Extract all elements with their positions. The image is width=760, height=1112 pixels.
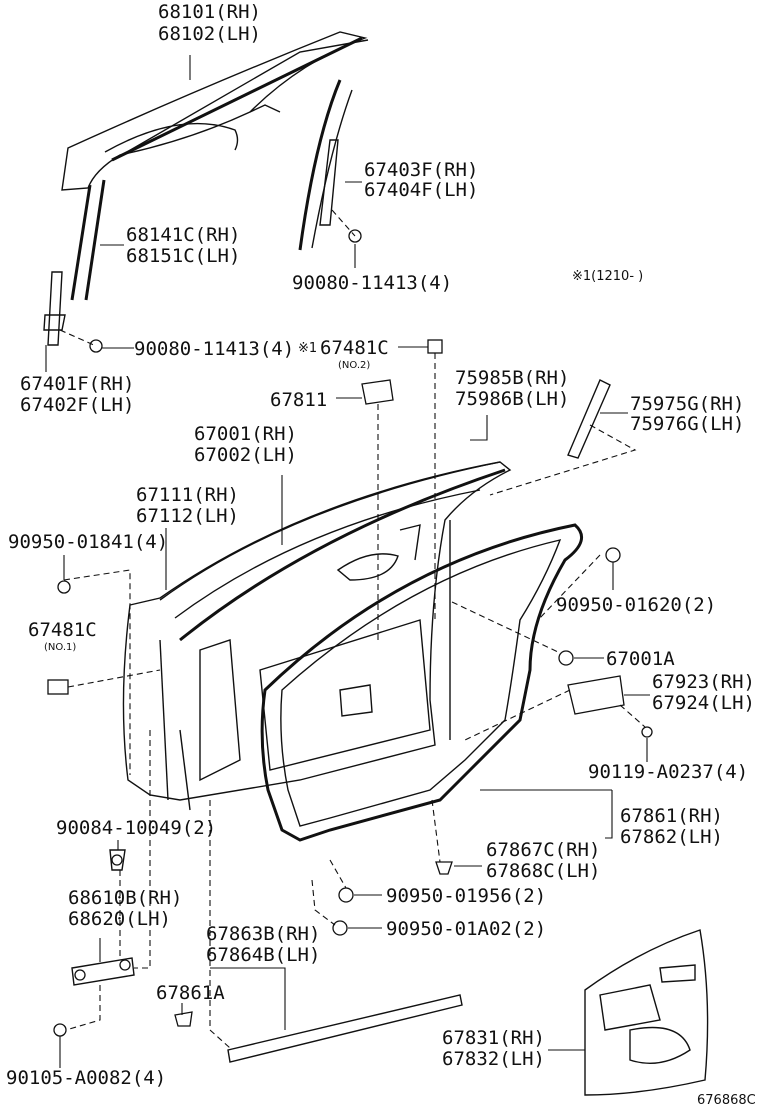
label-rear-sash-lh: 67404F(LH): [364, 179, 478, 201]
weatherstrip: [260, 523, 584, 842]
door-panel: [122, 461, 512, 811]
label-cover-lh: 67924(LH): [652, 692, 755, 714]
hinge-parts: [53, 849, 135, 1037]
label-garnish-rh: 75975G(RH): [630, 393, 744, 415]
garnish-part: [567, 379, 611, 459]
label-check-lh: 68620(LH): [68, 908, 171, 930]
label-glass-rh: 68101(RH): [158, 1, 261, 23]
diagram-ref-code: 676868C: [697, 1093, 756, 1108]
label-panel-rh: 67001(RH): [194, 423, 297, 445]
label-weatherstrip-rh: 67861(RH): [620, 805, 723, 827]
label-panel-lh: 67002(LH): [194, 444, 297, 466]
label-front-sash-rh: 68141C(RH): [126, 224, 240, 246]
label-plug-67001a: 67001A: [606, 648, 675, 670]
rear-sash: [298, 79, 362, 251]
label-seal-lower-lh: 67864B(LH): [206, 944, 320, 966]
label-pad-no2-sub: (NO.2): [338, 360, 370, 371]
label-pad-no2: 67481C: [320, 337, 389, 359]
lower-seal: [174, 994, 463, 1063]
label-bolt-check: 90105-A0082(4): [6, 1067, 166, 1089]
label-frame-rh: 67111(RH): [136, 484, 239, 506]
label-pad-no1-sub: (NO.1): [44, 642, 76, 653]
label-seal-a: 67861A: [156, 982, 225, 1004]
label-pad-no2-mark: ※1: [298, 341, 317, 356]
label-cover-rh: 67923(RH): [652, 671, 755, 693]
label-bolt-front: 90080-11413(4): [134, 338, 294, 360]
label-clip-rh: 67867C(RH): [486, 839, 600, 861]
lower-sash: [43, 271, 103, 353]
label-plug-bottom1: 90950-01956(2): [386, 885, 546, 907]
label-pad-67811: 67811: [270, 389, 327, 411]
label-plug-left: 90950-01841(4): [8, 531, 168, 553]
label-pad-no1: 67481C: [28, 619, 97, 641]
label-trim-panel-rh: 67831(RH): [442, 1027, 545, 1049]
leader-lines: [45, 55, 650, 1068]
label-plug-right: 90950-01620(2): [556, 594, 716, 616]
label-seal-lower-rh: 67863B(RH): [206, 923, 320, 945]
label-check-rh: 68610B(RH): [68, 887, 182, 909]
trim-panel: [584, 929, 709, 1096]
label-footnote: ※1(1210- ): [572, 269, 643, 284]
label-plug-bottom2: 90950-01A02(2): [386, 918, 546, 940]
label-rear-sash-rh: 67403F(RH): [364, 159, 478, 181]
label-frame-lh: 67112(LH): [136, 505, 239, 527]
callout-labels: 68101(RH) 68102(LH) 67403F(RH) 67404F(LH…: [6, 1, 756, 1108]
label-front-sash-lh: 68151C(LH): [126, 245, 240, 267]
label-trim-panel-lh: 67832(LH): [442, 1048, 545, 1070]
front-sash: [70, 36, 369, 301]
plugs: [57, 547, 653, 936]
label-trim-upper-rh: 75985B(RH): [455, 367, 569, 389]
label-trim-upper-lh: 75986B(LH): [455, 388, 569, 410]
label-garnish-lh: 75976G(LH): [630, 413, 744, 435]
label-screw-cover: 90119-A0237(4): [588, 761, 748, 783]
label-lower-sash-lh: 67402F(LH): [20, 394, 134, 416]
label-weatherstrip-lh: 67862(LH): [620, 826, 723, 848]
label-clip-lh: 67868C(LH): [486, 860, 600, 882]
label-lower-sash-rh: 67401F(RH): [20, 373, 134, 395]
label-glass-lh: 68102(LH): [158, 23, 261, 45]
label-bolt-upper: 90080-11413(4): [292, 272, 452, 294]
label-bolt-hinge: 90084-10049(2): [56, 817, 216, 839]
cover-part: [567, 675, 625, 715]
